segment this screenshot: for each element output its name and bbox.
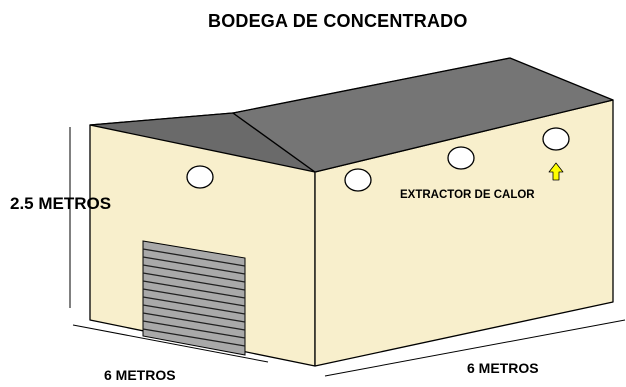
extractor-3-icon [447, 146, 475, 170]
roof-ridge [232, 57, 511, 114]
height-label: 2.5 METROS [10, 194, 112, 213]
extractor-4-icon [542, 127, 570, 151]
diagram-title: BODEGA DE CONCENTRADO [208, 11, 468, 31]
width-front-dimension-line [72, 324, 269, 363]
extractor-2-icon [344, 168, 372, 192]
extractor-1-icon [186, 165, 214, 189]
front-width-label: 6 METROS [104, 367, 176, 383]
rollup-door [142, 240, 246, 356]
side-width-label: 6 METROS [467, 360, 539, 376]
extractor-label: EXTRACTOR DE CALOR [400, 189, 535, 201]
arrow-up-icon [548, 162, 564, 181]
width-side-dimension-line [324, 319, 626, 377]
